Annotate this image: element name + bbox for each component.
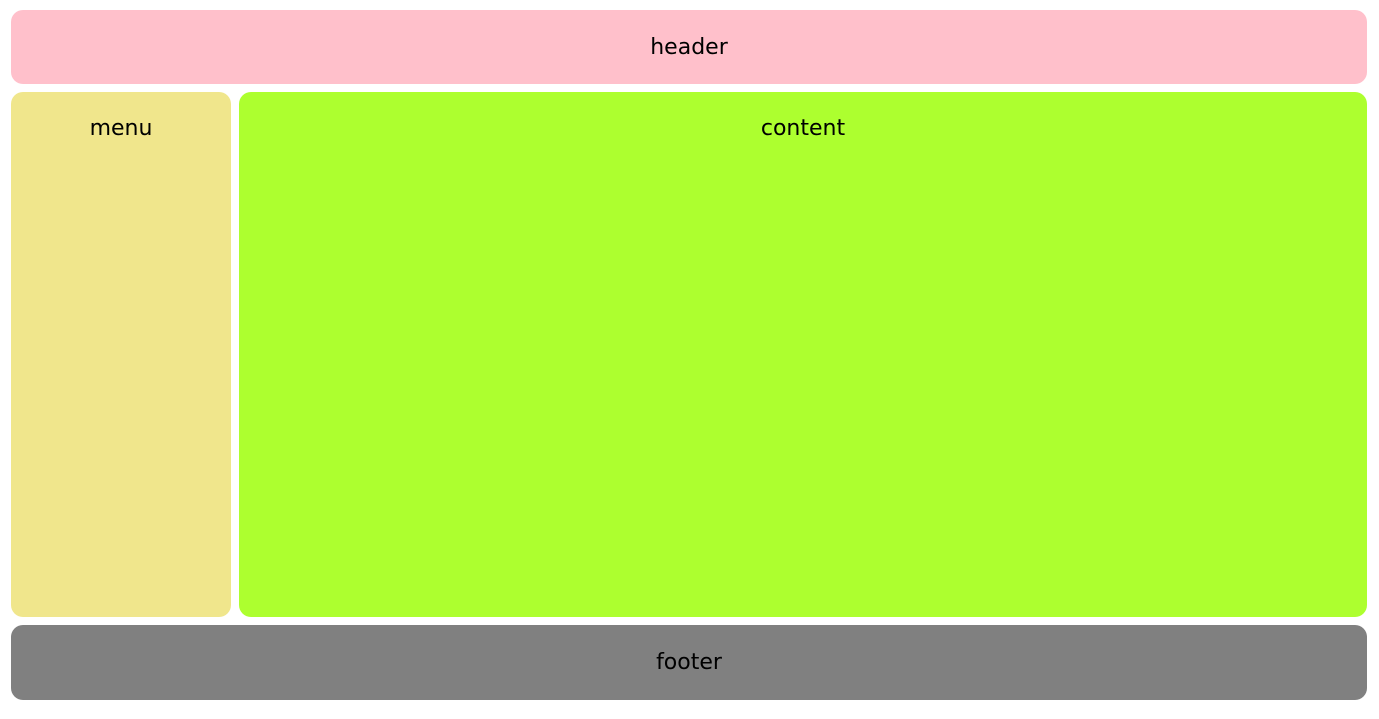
header-label: header bbox=[650, 34, 728, 60]
footer-panel: footer bbox=[11, 625, 1367, 700]
page-grid: header menu content footer bbox=[11, 10, 1367, 700]
menu-label: menu bbox=[89, 116, 153, 141]
header-panel: header bbox=[11, 10, 1367, 84]
menu-panel: menu bbox=[11, 92, 231, 617]
content-label: content bbox=[760, 116, 846, 141]
content-panel: content bbox=[239, 92, 1367, 617]
footer-label: footer bbox=[656, 650, 722, 675]
